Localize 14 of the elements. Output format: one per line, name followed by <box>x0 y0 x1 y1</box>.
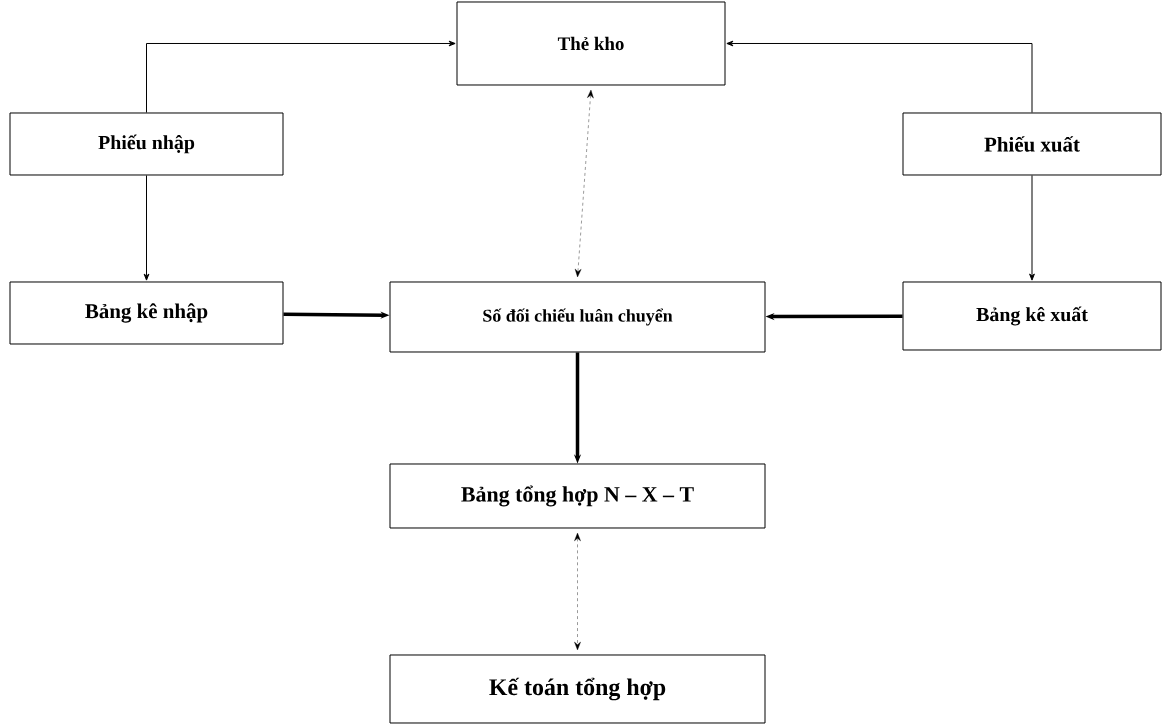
arrow <box>143 175 150 281</box>
arrow <box>726 40 1033 113</box>
arrow <box>574 89 594 278</box>
process-box: Thẻ kho <box>456 1 726 86</box>
arrow <box>1029 175 1035 281</box>
process-box: Số đối chiếu luân chuyển <box>389 281 766 353</box>
process-box: Bảng kê nhập <box>9 281 284 345</box>
arrow <box>146 40 456 113</box>
process-box: Kế toán tổng hợp <box>389 654 766 724</box>
process-box: Phiếu nhập <box>9 112 284 176</box>
process-box: Phiếu xuất <box>902 112 1162 176</box>
process-box: Bảng kê xuất <box>902 281 1162 351</box>
arrow <box>574 532 581 651</box>
process-box: Bảng tổng hợp N – X – T <box>389 463 766 529</box>
